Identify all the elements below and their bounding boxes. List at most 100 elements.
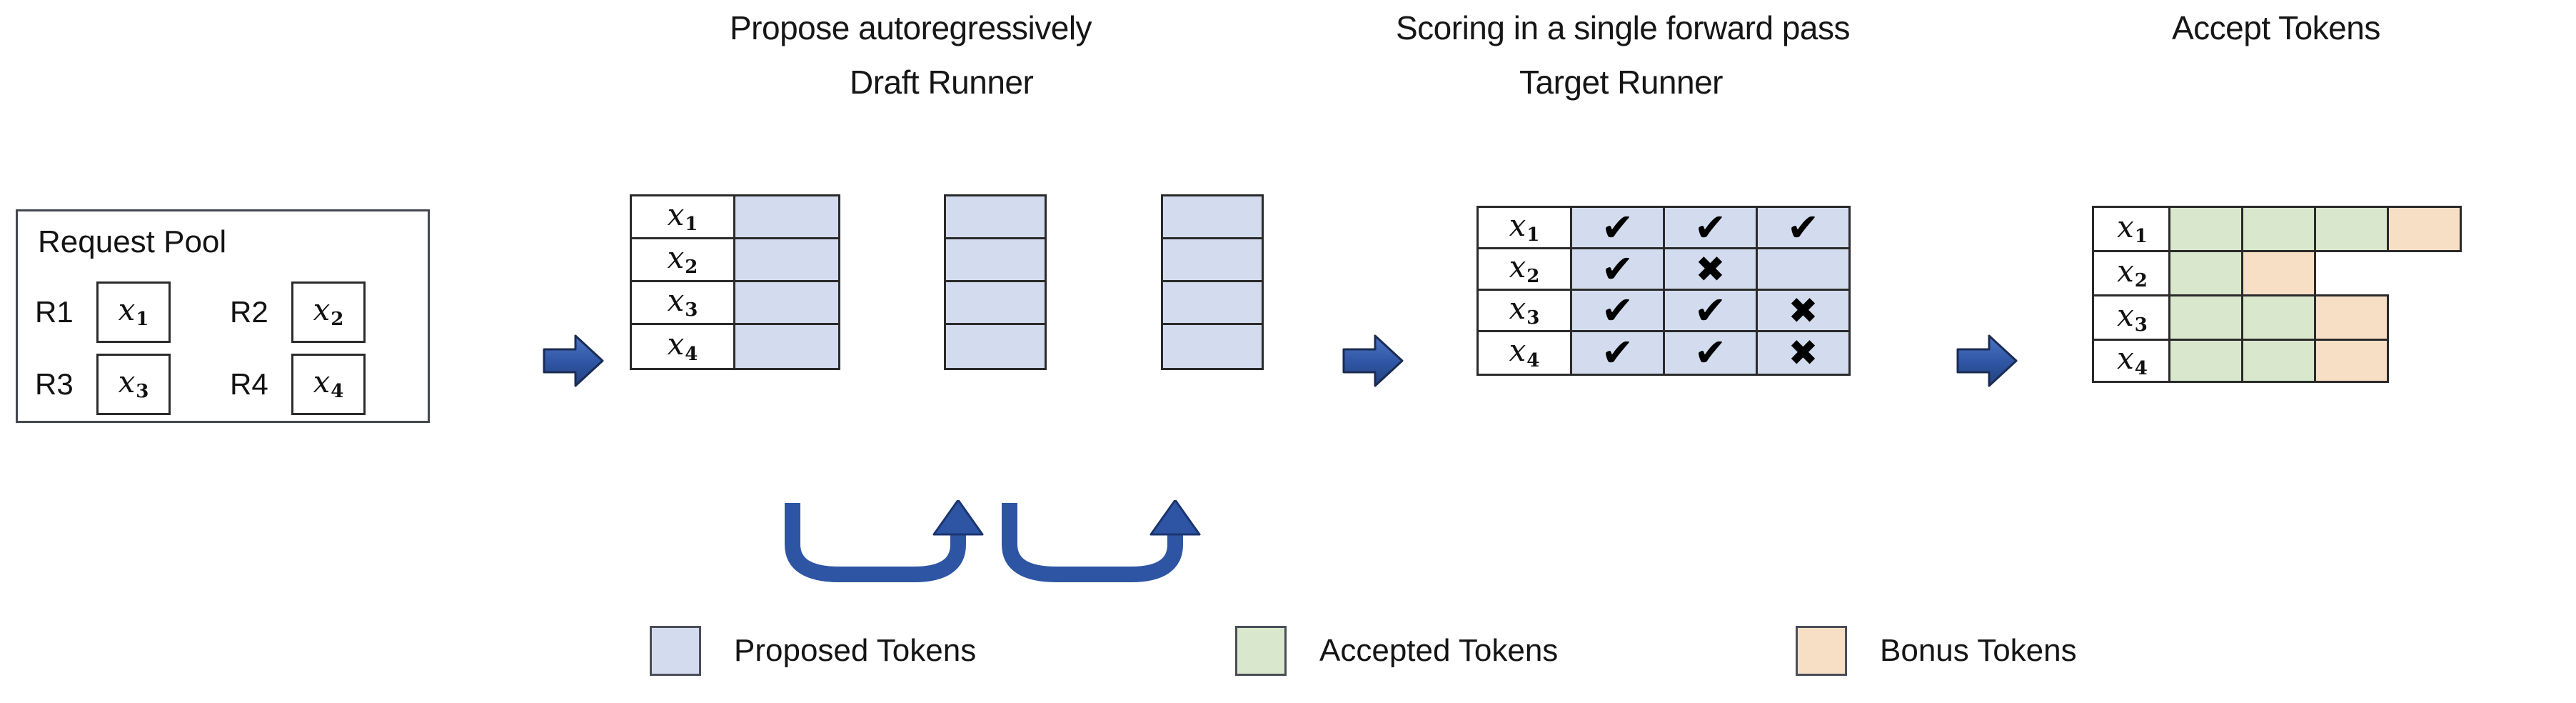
caption-scoring-single-forward-pass: Scoring in a single forward pass xyxy=(1396,9,1851,46)
score-cell[interactable]: ✔ xyxy=(1572,291,1663,332)
score-cell[interactable]: ✔ xyxy=(1572,208,1663,249)
token-glyph: x1 xyxy=(2117,209,2148,248)
proposed-token-cell[interactable] xyxy=(735,325,838,368)
bonus-token-cell[interactable] xyxy=(2314,339,2389,383)
cross-icon: ✖ xyxy=(1788,289,1818,331)
target-runner-score-column-1[interactable]: ✔ ✔ ✔ ✔ xyxy=(1570,208,1663,374)
score-cell[interactable]: ✖ xyxy=(1758,332,1848,374)
score-cell[interactable]: ✔ xyxy=(1572,332,1663,374)
request-token-box: x4 xyxy=(291,353,366,415)
legend-label-proposed: Proposed Tokens xyxy=(734,633,977,668)
request-item-r4[interactable]: R4 x4 xyxy=(230,352,421,416)
caption-accept-tokens: Accept Tokens xyxy=(2172,9,2380,46)
draft-runner-proposed-column-3[interactable] xyxy=(1161,194,1264,370)
check-icon: ✔ xyxy=(1601,287,1634,333)
accept-tokens-row-label: x4 xyxy=(2092,339,2170,383)
check-icon: ✔ xyxy=(1601,204,1634,250)
accept-tokens-row-label: x1 xyxy=(2092,206,2170,252)
token-glyph: x3 xyxy=(1509,290,1540,329)
accept-tokens-row-label: x3 xyxy=(2092,294,2170,341)
draft-runner-proposed-column-2[interactable] xyxy=(944,194,1047,370)
proposed-token-cell[interactable] xyxy=(946,325,1045,368)
target-runner-score-column-2[interactable]: ✔ ✖ ✔ ✔ xyxy=(1663,208,1756,374)
target-runner-row-label: x3 xyxy=(1479,291,1570,332)
proposed-token-cell[interactable] xyxy=(1163,325,1262,368)
bonus-token-cell[interactable] xyxy=(2314,294,2389,341)
accept-tokens-row-cells xyxy=(2168,250,2316,296)
accepted-token-cell[interactable] xyxy=(2168,339,2243,383)
score-cell[interactable]: ✔ xyxy=(1665,291,1756,332)
cross-icon: ✖ xyxy=(1788,332,1818,374)
token-glyph: x4 xyxy=(313,364,344,403)
cross-icon: ✖ xyxy=(1695,248,1726,290)
score-cell[interactable]: ✔ xyxy=(1572,249,1663,291)
accepted-token-cell[interactable] xyxy=(2168,250,2243,296)
score-cell-empty[interactable] xyxy=(1758,249,1848,291)
accept-tokens-row: x2 xyxy=(2092,250,2462,296)
proposed-token-cell[interactable] xyxy=(735,196,838,239)
proposed-token-cell[interactable] xyxy=(1163,196,1262,239)
draft-runner-row-label: x4 xyxy=(632,325,733,368)
token-glyph: x3 xyxy=(2117,297,2148,336)
legend-item-proposed-tokens: Proposed Tokens xyxy=(650,626,976,676)
draft-runner-proposed-column-1[interactable] xyxy=(733,196,838,368)
legend-label-bonus: Bonus Tokens xyxy=(1880,633,2077,668)
draft-runner-row-label: x3 xyxy=(632,282,733,325)
token-glyph: x2 xyxy=(313,291,344,331)
target-runner-row-label: x2 xyxy=(1479,249,1570,291)
score-cell[interactable]: ✔ xyxy=(1758,208,1848,249)
score-cell[interactable]: ✖ xyxy=(1665,249,1756,291)
token-glyph: x4 xyxy=(2117,341,2148,379)
request-pool-grid: R1 x1 R2 x2 R3 x3 R4 x4 xyxy=(35,280,421,416)
score-cell[interactable]: ✔ xyxy=(1665,332,1756,374)
legend-swatch-proposed xyxy=(650,626,701,676)
accept-tokens-row: x1 xyxy=(2092,206,2462,252)
legend-swatch-bonus xyxy=(1796,626,1847,676)
proposed-token-cell[interactable] xyxy=(1163,239,1262,282)
accept-tokens-grid: x1 x2 x3 xyxy=(2092,206,2462,383)
flow-arrow-right-icon xyxy=(1956,334,2018,387)
token-glyph: x3 xyxy=(118,364,149,403)
token-glyph: x3 xyxy=(667,282,698,321)
proposed-token-cell[interactable] xyxy=(946,196,1045,239)
autoregressive-loop-arrow-2-icon xyxy=(1002,500,1201,582)
proposed-token-cell[interactable] xyxy=(1163,282,1262,325)
target-runner-score-column-3[interactable]: ✔ ✖ ✖ xyxy=(1756,208,1848,374)
accepted-token-cell[interactable] xyxy=(2168,294,2243,341)
proposed-token-cell[interactable] xyxy=(735,239,838,282)
target-runner-label-column: x1 x2 x3 x4 xyxy=(1479,208,1570,374)
proposed-token-cell[interactable] xyxy=(735,282,838,325)
token-glyph: x1 xyxy=(118,291,149,331)
flow-arrow-right-icon xyxy=(1342,334,1404,387)
accepted-token-cell[interactable] xyxy=(2241,294,2316,341)
proposed-token-cell[interactable] xyxy=(946,282,1045,325)
caption-propose-autoregressively: Propose autoregressively xyxy=(730,9,1092,46)
token-glyph: x2 xyxy=(2117,253,2148,292)
request-item-r3[interactable]: R3 x3 xyxy=(35,352,226,416)
accept-tokens-row-cells xyxy=(2168,339,2389,383)
target-runner-table: x1 x2 x3 x4 ✔ ✔ ✔ ✔ xyxy=(1476,206,1851,376)
check-icon: ✔ xyxy=(1601,246,1634,291)
proposed-token-cell[interactable] xyxy=(946,239,1045,282)
bonus-token-cell[interactable] xyxy=(2387,206,2462,252)
draft-runner-step1-table: x1 x2 x3 x4 xyxy=(630,194,840,370)
accept-tokens-row-label: x2 xyxy=(2092,250,2170,296)
score-cell[interactable]: ✖ xyxy=(1758,291,1848,332)
accepted-token-cell[interactable] xyxy=(2314,206,2389,252)
token-glyph: x4 xyxy=(1509,333,1540,372)
accepted-token-cell[interactable] xyxy=(2241,206,2316,252)
request-pool-title: Request Pool xyxy=(38,224,227,259)
token-glyph: x2 xyxy=(667,239,698,279)
legend: Proposed Tokens Accepted Tokens Bonus To… xyxy=(0,616,2576,694)
score-cell[interactable]: ✔ xyxy=(1665,208,1756,249)
request-item-r2[interactable]: R2 x2 xyxy=(230,280,421,344)
draft-runner-label-column: x1 x2 x3 x4 xyxy=(632,196,733,368)
autoregressive-loop-arrow-1-icon xyxy=(785,500,984,582)
accepted-token-cell[interactable] xyxy=(2168,206,2243,252)
bonus-token-cell[interactable] xyxy=(2241,250,2316,296)
accept-tokens-row-cells xyxy=(2168,294,2389,341)
request-id-label: R3 xyxy=(35,367,74,401)
accepted-token-cell[interactable] xyxy=(2241,339,2316,383)
request-item-r1[interactable]: R1 x1 xyxy=(35,280,226,344)
